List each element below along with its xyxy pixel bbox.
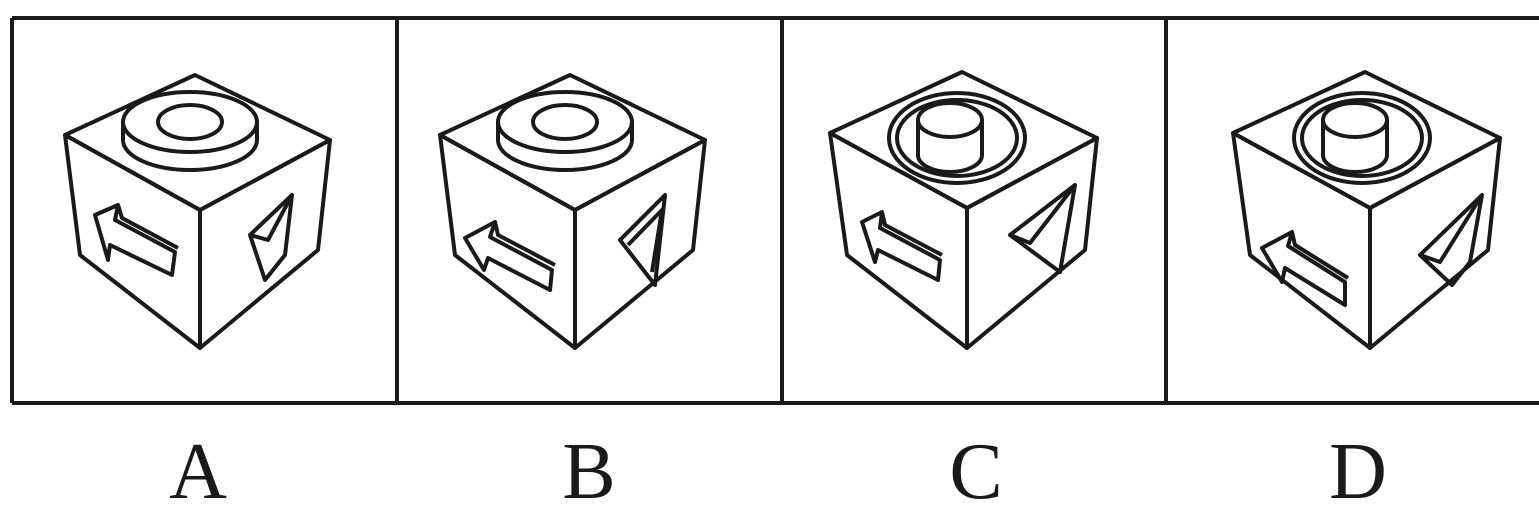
- cube-a-left-face: [65, 135, 200, 348]
- cube-c-arrow-icon: [862, 212, 942, 280]
- cube-d-triangle-icon: [1420, 195, 1482, 285]
- options-panel: [0, 0, 1539, 410]
- cube-a: [65, 75, 330, 348]
- cube-a-right-face: [200, 140, 330, 348]
- cube-c-cylinder-icon: [889, 93, 1025, 183]
- cube-a-triangle-icon: [250, 195, 292, 280]
- cube-b-ring-icon: [498, 92, 632, 170]
- cube-a-arrow-icon: [95, 205, 178, 275]
- cube-b-right-face: [575, 140, 705, 348]
- cube-c-triangle-icon: [1010, 185, 1075, 272]
- cube-d: [1233, 72, 1500, 348]
- cube-c: [830, 72, 1097, 348]
- cube-a-ring-icon: [123, 92, 257, 170]
- cube-b-arrow-icon: [465, 222, 555, 290]
- cube-d-left-face: [1233, 133, 1370, 348]
- cube-b-top-face: [440, 75, 705, 210]
- cube-c-left-face: [830, 133, 967, 348]
- cube-d-cylinder-icon: [1294, 93, 1430, 183]
- cube-b: [440, 75, 705, 348]
- option-label-b[interactable]: B: [529, 428, 649, 516]
- option-label-d[interactable]: D: [1298, 428, 1418, 516]
- cube-b-triangle-icon: [620, 195, 665, 285]
- cube-a-top-face: [65, 75, 330, 210]
- option-label-c[interactable]: C: [916, 428, 1036, 516]
- option-label-a[interactable]: A: [138, 428, 258, 516]
- cube-d-arrow-icon: [1262, 232, 1348, 305]
- options-frame: [12, 18, 1539, 403]
